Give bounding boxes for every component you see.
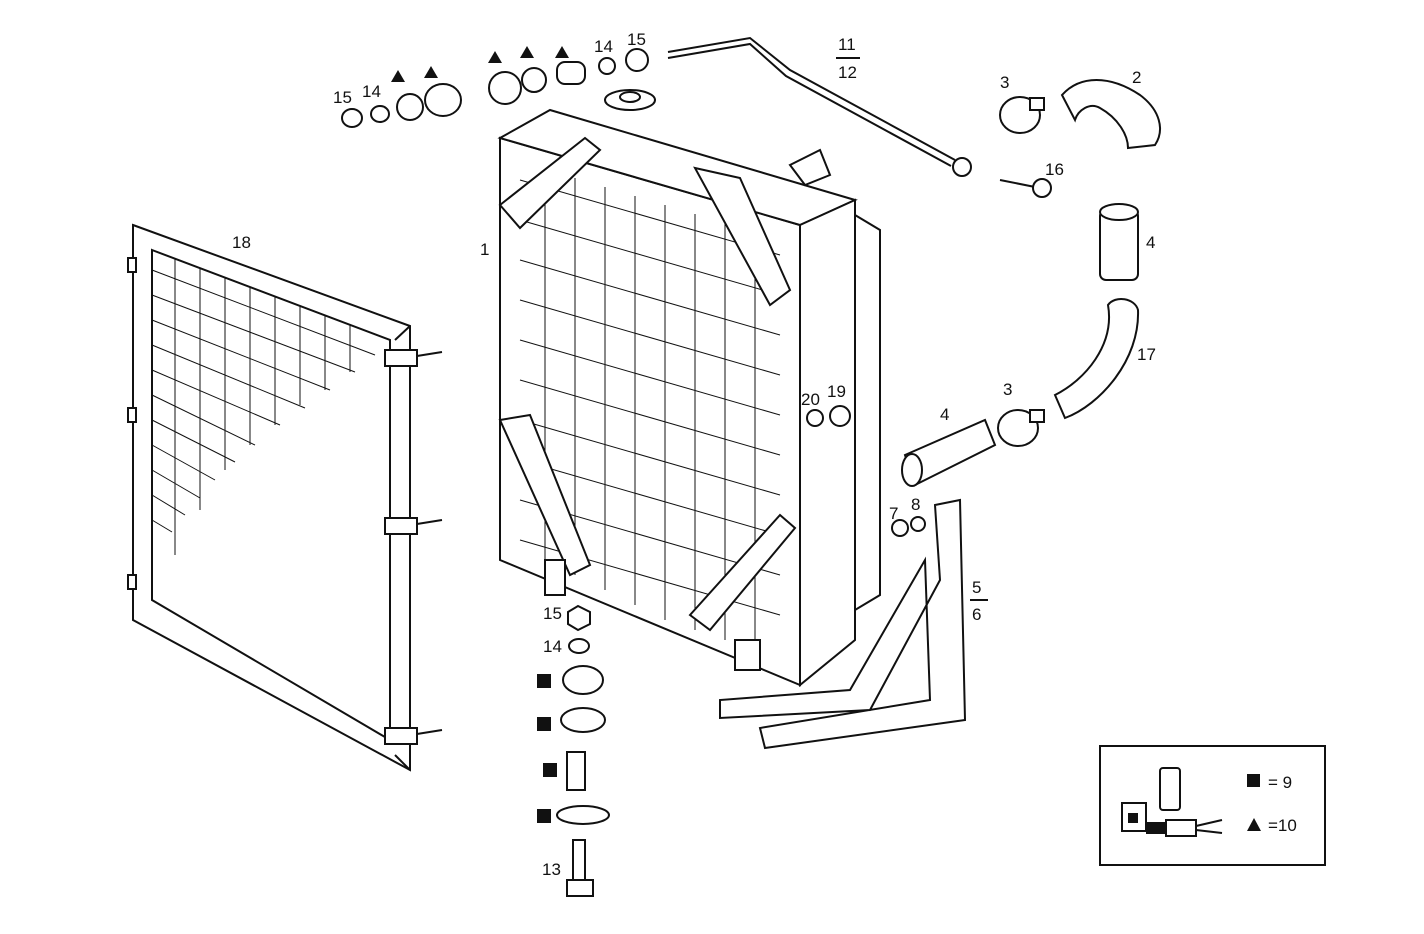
bolt-16 bbox=[999, 178, 1052, 198]
callout-12: 12 bbox=[838, 63, 857, 82]
callout-14a: 14 bbox=[362, 82, 381, 101]
callout-13: 13 bbox=[542, 860, 561, 879]
lower-hose bbox=[1053, 298, 1140, 420]
callout-1: 1 bbox=[480, 240, 489, 259]
legend-box: = 9 =10 bbox=[1099, 745, 1326, 866]
support-bracket bbox=[719, 498, 967, 750]
legend-triangle-text: =10 bbox=[1268, 816, 1297, 835]
legend-square-markers bbox=[537, 674, 557, 823]
legend-square-text: = 9 bbox=[1268, 773, 1292, 792]
callout-5: 5 bbox=[972, 578, 981, 597]
legend-triangle-markers bbox=[391, 46, 569, 82]
radiator-core bbox=[497, 89, 881, 688]
callout-17: 17 bbox=[1137, 345, 1156, 364]
callout-14c: 14 bbox=[543, 637, 562, 656]
callout-2: 2 bbox=[1132, 68, 1141, 87]
callout-8: 8 bbox=[911, 495, 920, 514]
callout-16: 16 bbox=[1045, 160, 1064, 179]
callout-7: 7 bbox=[889, 504, 898, 523]
callout-15b: 15 bbox=[627, 30, 646, 49]
hose-short-lower bbox=[901, 418, 997, 487]
bottom-mount-stack bbox=[556, 604, 610, 897]
top-mount-parts bbox=[341, 48, 649, 128]
callout-15a: 15 bbox=[333, 88, 352, 107]
hose-clamp-lower bbox=[997, 409, 1045, 447]
callout-19: 19 bbox=[827, 382, 846, 401]
callout-6: 6 bbox=[972, 605, 981, 624]
callout-14b: 14 bbox=[594, 37, 613, 56]
hose-short-upper bbox=[1099, 203, 1139, 281]
guard-grille bbox=[127, 223, 443, 772]
callout-labels: 1 2 3 3 4 4 5 6 7 8 11 12 13 14 14 14 15… bbox=[232, 30, 1156, 879]
callout-20: 20 bbox=[801, 390, 820, 409]
hose-clamp-upper bbox=[999, 96, 1045, 134]
legend-triangle-icon bbox=[1247, 818, 1261, 831]
callout-15c: 15 bbox=[543, 604, 562, 623]
sealant-kit-icon bbox=[1121, 767, 1223, 837]
callout-3b: 3 bbox=[1003, 380, 1012, 399]
upper-hose bbox=[1060, 79, 1161, 150]
callout-11: 11 bbox=[838, 35, 856, 54]
callout-4a: 4 bbox=[1146, 233, 1155, 252]
overflow-pipe bbox=[667, 36, 972, 177]
plugs-19-20 bbox=[806, 405, 851, 427]
callout-4b: 4 bbox=[940, 405, 949, 424]
legend-square-icon bbox=[1247, 774, 1260, 787]
callout-18: 18 bbox=[232, 233, 251, 252]
callout-3a: 3 bbox=[1000, 73, 1009, 92]
nut-washer-7-8 bbox=[891, 516, 926, 537]
